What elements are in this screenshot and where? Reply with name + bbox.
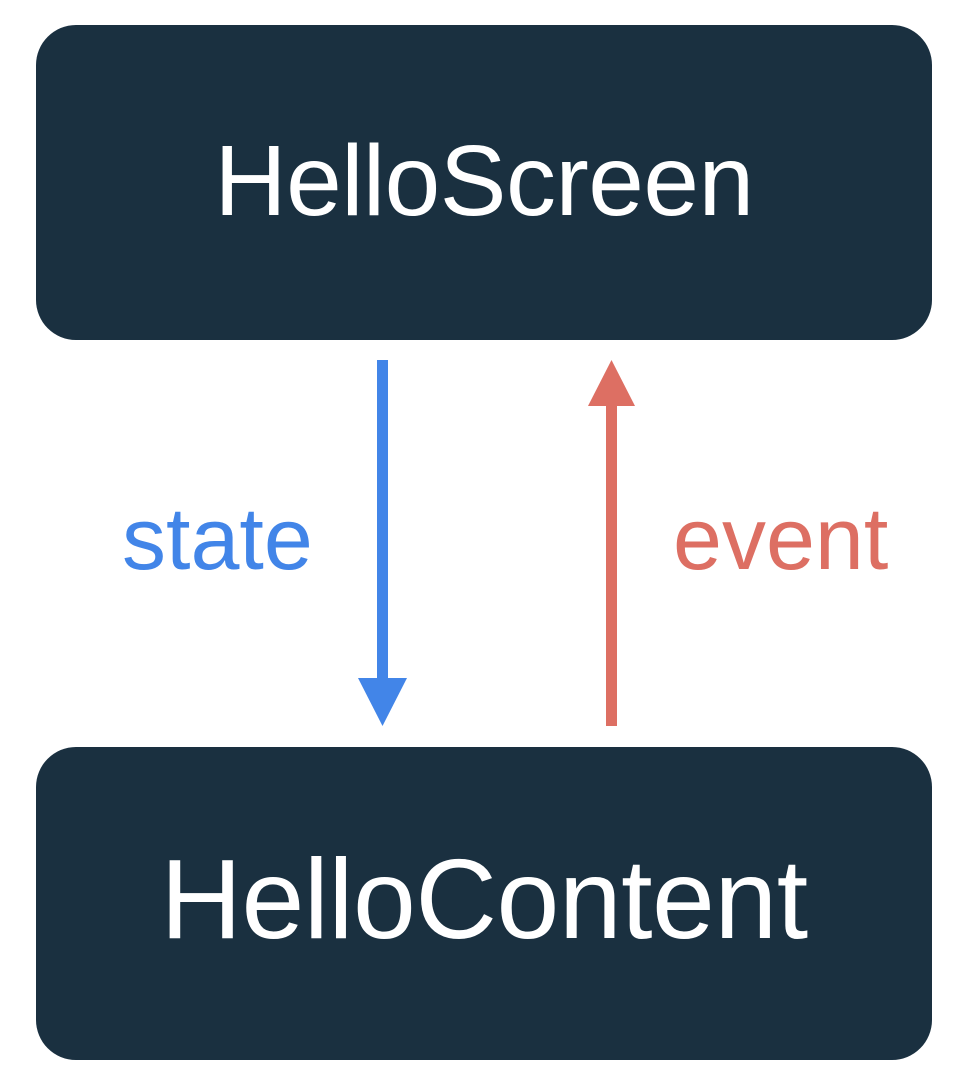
edge-label-state: state <box>122 489 313 588</box>
state-arrow-head <box>358 678 407 726</box>
edge-label-event: event <box>673 489 889 588</box>
state-arrow <box>358 360 407 726</box>
node-hello-content-label: HelloContent <box>160 836 808 962</box>
event-arrow <box>588 360 635 726</box>
state-arrow-shaft <box>377 360 388 680</box>
node-hello-screen-label: HelloScreen <box>214 124 754 237</box>
node-hello-content[interactable]: HelloContent <box>36 747 932 1060</box>
event-arrow-head <box>588 360 635 406</box>
event-arrow-shaft <box>606 404 617 726</box>
node-hello-screen[interactable]: HelloScreen <box>36 25 932 340</box>
